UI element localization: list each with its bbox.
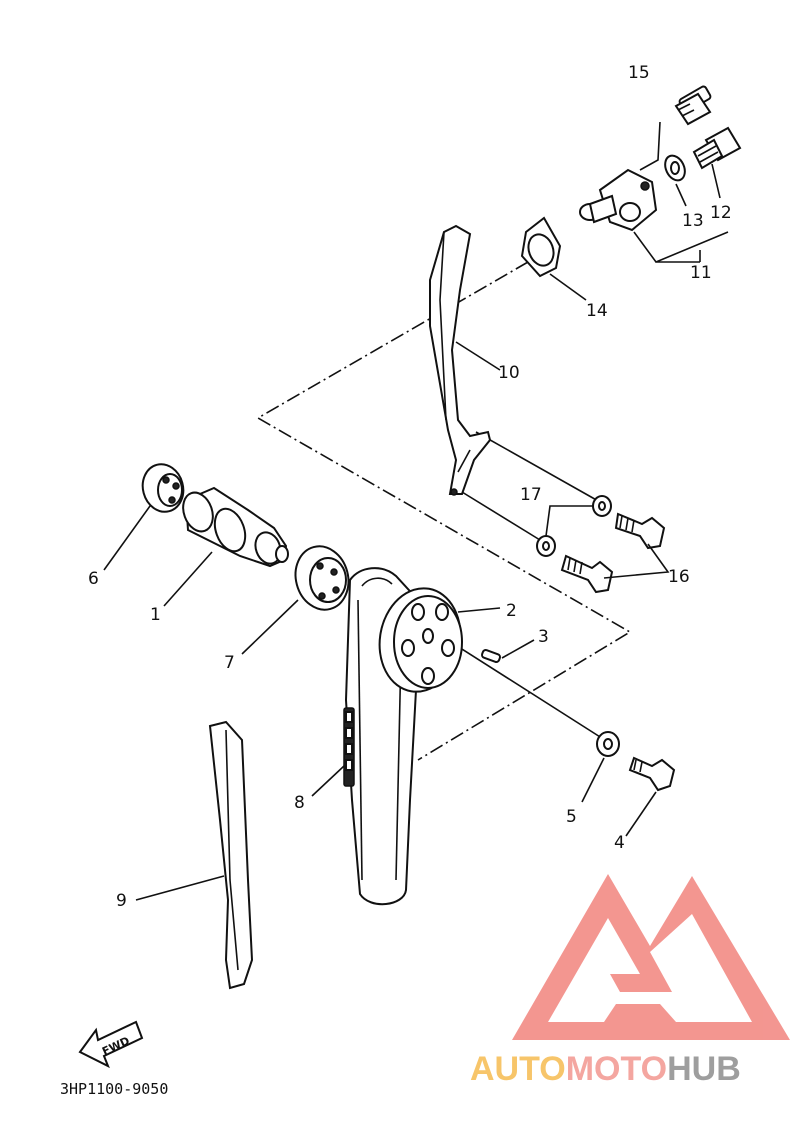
- callout-11: 11: [690, 263, 712, 283]
- washer-5: [596, 731, 620, 757]
- chain-guide-10: [429, 224, 492, 496]
- callout-13: 13: [682, 211, 704, 231]
- callout-6: 6: [88, 569, 99, 589]
- callout-8: 8: [294, 793, 305, 813]
- gasket-14: [520, 216, 562, 278]
- callout-10: 10: [498, 363, 520, 383]
- diagram-code: 3HP1100-9050: [60, 1080, 168, 1098]
- forward-arrow-icon: FWD: [78, 1020, 144, 1069]
- chain-guide-9: [208, 720, 254, 990]
- bolt-16-lower: [560, 554, 614, 594]
- callout-3: 3: [538, 627, 549, 647]
- dowel-pin-3: [481, 649, 501, 663]
- callout-15: 15: [628, 63, 650, 83]
- washer-17-lower: [536, 535, 556, 557]
- leader-2: [457, 607, 501, 613]
- callout-9: 9: [116, 891, 127, 911]
- bolt-15: [674, 85, 712, 126]
- watermark-moto: MOTO: [566, 1050, 667, 1088]
- callout-17: 17: [520, 485, 542, 505]
- leader-14: [549, 273, 587, 301]
- leader-7: [241, 599, 299, 655]
- leader-6: [103, 505, 151, 571]
- assembly-reference-lines: [256, 121, 661, 761]
- leader-9: [135, 875, 225, 901]
- bolt-12: [692, 126, 742, 170]
- bearing-7: [294, 545, 350, 611]
- watermark-auto: AUTO: [470, 1050, 566, 1088]
- cam-sprocket-2: [378, 587, 463, 693]
- bearing-6: [141, 463, 185, 513]
- tensioner-11: [579, 168, 658, 232]
- callout-4: 4: [614, 833, 625, 853]
- leader-5: [581, 757, 605, 803]
- leader-4: [625, 791, 657, 837]
- callout-5: 5: [566, 807, 577, 827]
- leader-16: [603, 543, 670, 579]
- bolt-16-upper: [614, 512, 666, 550]
- callout-14: 14: [586, 301, 608, 321]
- camshaft-1: [182, 486, 289, 568]
- leader-17: [545, 505, 594, 537]
- watermark-brand: AUTOMOTOHUB: [470, 1050, 741, 1088]
- callout-7: 7: [224, 653, 235, 673]
- callout-labels: 15 12 13 11 14 10 17 16 6 1 2 3 7 8 5 4 …: [88, 63, 732, 911]
- leader-8: [311, 765, 345, 797]
- leader-13: [675, 183, 687, 207]
- bolt-4: [628, 756, 676, 792]
- watermark-hub: HUB: [667, 1050, 741, 1088]
- callout-16: 16: [668, 567, 690, 587]
- bracket-11: [633, 231, 729, 263]
- washer-13: [664, 154, 686, 182]
- leader-3: [501, 639, 535, 659]
- callout-12: 12: [710, 203, 732, 223]
- callout-1: 1: [150, 605, 161, 625]
- callout-2: 2: [506, 601, 517, 621]
- leader-10: [455, 341, 501, 371]
- watermark-logo-icon: [512, 874, 790, 1040]
- washer-17-upper: [592, 495, 612, 517]
- leader-12: [711, 163, 721, 199]
- leader-1: [163, 551, 213, 607]
